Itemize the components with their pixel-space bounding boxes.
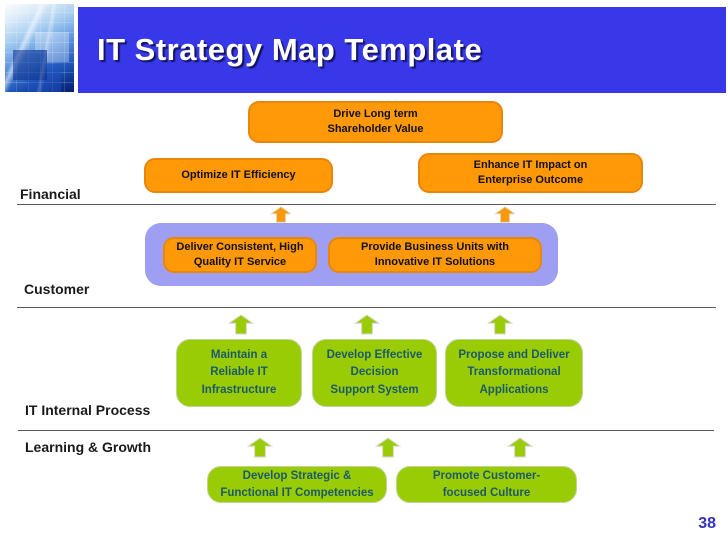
up-arrow-icon <box>487 314 513 335</box>
box-drive-shareholder-value-label: Drive Long term Shareholder Value <box>327 108 424 135</box>
section-label-learning-growth: Learning & Growth <box>25 439 151 455</box>
up-arrow-icon <box>354 314 380 335</box>
up-arrow-icon <box>375 437 401 458</box>
box-decision-support-system: Develop Effective Decision Support Syste… <box>312 339 437 407</box>
box-it-competencies-label: Develop Strategic & Functional IT Compet… <box>220 470 374 499</box>
box-drive-shareholder-value: Drive Long term Shareholder Value <box>248 101 503 143</box>
section-label-it-internal-process: IT Internal Process <box>25 402 151 418</box>
page-title: IT Strategy Map Template <box>97 32 483 67</box>
logo-image <box>5 4 74 92</box>
box-maintain-infrastructure-label: Maintain a Reliable IT Infrastructure <box>201 349 277 396</box>
box-transformational-applications: Propose and Deliver Transformational App… <box>445 339 583 407</box>
up-arrow-icon <box>228 314 254 335</box>
up-arrow-icon <box>270 206 292 223</box>
box-maintain-infrastructure: Maintain a Reliable IT Infrastructure <box>176 339 302 407</box>
box-provide-it-solutions-label: Provide Business Units with Innovative I… <box>361 241 509 268</box>
box-deliver-it-service: Deliver Consistent, High Quality IT Serv… <box>163 237 317 273</box>
box-it-competencies: Develop Strategic & Functional IT Compet… <box>207 466 387 503</box>
box-enhance-it-impact: Enhance IT Impact on Enterprise Outcome <box>418 153 643 193</box>
box-optimize-it-efficiency: Optimize IT Efficiency <box>144 158 333 193</box>
page-number: 38 <box>698 515 716 532</box>
divider-it-internal-process <box>18 430 714 431</box>
section-label-financial: Financial <box>20 186 81 202</box>
box-provide-it-solutions: Provide Business Units with Innovative I… <box>328 237 542 273</box>
divider-customer <box>17 307 716 308</box>
box-deliver-it-service-label: Deliver Consistent, High Quality IT Serv… <box>176 241 304 268</box>
up-arrow-icon <box>247 437 273 458</box>
box-customer-focused-culture: Promote Customer- focused Culture <box>396 466 577 503</box>
box-transformational-applications-label: Propose and Deliver Transformational App… <box>458 349 570 396</box>
box-optimize-it-efficiency-label: Optimize IT Efficiency <box>181 169 296 182</box>
divider-financial <box>17 204 716 205</box>
box-decision-support-system-label: Develop Effective Decision Support Syste… <box>326 349 423 396</box>
title-bar: IT Strategy Map Template <box>78 7 726 93</box>
section-label-customer: Customer <box>24 281 90 297</box>
up-arrow-icon <box>507 437 533 458</box>
box-enhance-it-impact-label: Enhance IT Impact on Enterprise Outcome <box>473 159 588 186</box>
box-customer-focused-culture-label: Promote Customer- focused Culture <box>432 470 541 499</box>
up-arrow-icon <box>494 206 516 223</box>
